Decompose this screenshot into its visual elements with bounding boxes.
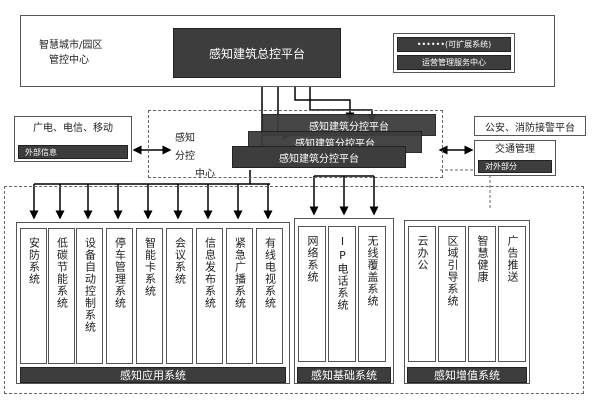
branch-label-2: 分控 <box>175 151 195 162</box>
infra-module-2-label: 无线覆盖系统 <box>366 235 379 307</box>
city-subtitle: 管控中心 <box>49 55 89 66</box>
infrastructure-group-title: 感知基础系统 <box>297 367 391 383</box>
branch-label-3: 中心 <box>195 169 215 180</box>
carriers-panel: 广电、电信、移动 外部信息 <box>14 116 132 162</box>
carriers-label: 广电、电信、移动 <box>33 123 113 134</box>
app-module-7-label: 紧急广播系统 <box>233 237 247 309</box>
app-module-4-label: 智能卡系统 <box>143 237 157 297</box>
infra-module-1: IP电话系统 <box>328 226 356 362</box>
app-module-8-label: 有线电视系统 <box>263 237 277 309</box>
value-module-2: 智慧健康 <box>468 226 496 362</box>
ops-service-center: 运营管理服务中心 <box>397 55 511 70</box>
infra-module-2: 无线覆盖系统 <box>358 226 386 362</box>
police-fire-platform: 公安、消防接警平台 <box>474 116 586 136</box>
value-module-3-label: 广告推送 <box>506 235 519 283</box>
application-group-title: 感知应用系统 <box>20 367 286 383</box>
city-control-center: 智慧城市/园区 管控中心 感知建筑总控平台 ••••••(可扩展系统) 运营管理… <box>20 15 555 87</box>
branch-platform-3: 感知建筑分控平台 <box>232 146 406 168</box>
external-info-bar: 外部信息 <box>18 145 128 159</box>
value-added-group-title: 感知增值系统 <box>407 367 527 383</box>
app-module-0-label: 安防系统 <box>27 237 41 285</box>
app-module-1: 低碳节能系统 <box>48 228 75 364</box>
app-module-4: 智能卡系统 <box>136 228 163 364</box>
city-title: 智慧城市/园区 <box>39 40 103 51</box>
value-module-0-label: 云办公 <box>416 235 429 271</box>
external-part-bar: 对外部分 <box>478 160 552 173</box>
value-module-0: 云办公 <box>408 226 436 362</box>
app-module-6: 信息发布系统 <box>196 228 223 364</box>
traffic-label: 交通管理 <box>495 144 535 155</box>
app-module-1-label: 低碳节能系统 <box>55 237 69 309</box>
app-module-3-label: 停车管理系统 <box>113 237 127 309</box>
value-module-2-label: 智慧健康 <box>476 235 489 283</box>
branch-control-center: 感知 分控 中心 <box>148 110 443 180</box>
ops-group: ••••••(可扩展系统) 运营管理服务中心 <box>393 33 515 73</box>
infra-module-0-label: 网络系统 <box>306 235 319 283</box>
app-module-2: 设备自动控制系统 <box>76 228 103 364</box>
app-module-7: 紧急广播系统 <box>226 228 253 364</box>
app-module-8: 有线电视系统 <box>256 228 283 364</box>
infra-module-1-label: IP电话系统 <box>336 235 349 311</box>
app-module-2-label: 设备自动控制系统 <box>83 237 97 333</box>
branch-label-1: 感知 <box>175 133 195 144</box>
extensible-system: ••••••(可扩展系统) <box>397 37 511 52</box>
infra-module-0: 网络系统 <box>298 226 326 362</box>
main-control-platform: 感知建筑总控平台 <box>173 28 341 78</box>
systems-frame <box>4 186 584 394</box>
app-module-3: 停车管理系统 <box>106 228 133 364</box>
app-module-6-label: 信息发布系统 <box>203 237 217 309</box>
app-module-5: 会议系统 <box>166 228 193 364</box>
value-module-1: 区域引导系统 <box>438 226 466 362</box>
value-module-3: 广告推送 <box>498 226 526 362</box>
app-module-0: 安防系统 <box>20 228 47 364</box>
app-module-5-label: 会议系统 <box>173 237 187 285</box>
value-module-1-label: 区域引导系统 <box>446 235 459 307</box>
traffic-panel: 交通管理 对外部分 <box>474 140 556 176</box>
